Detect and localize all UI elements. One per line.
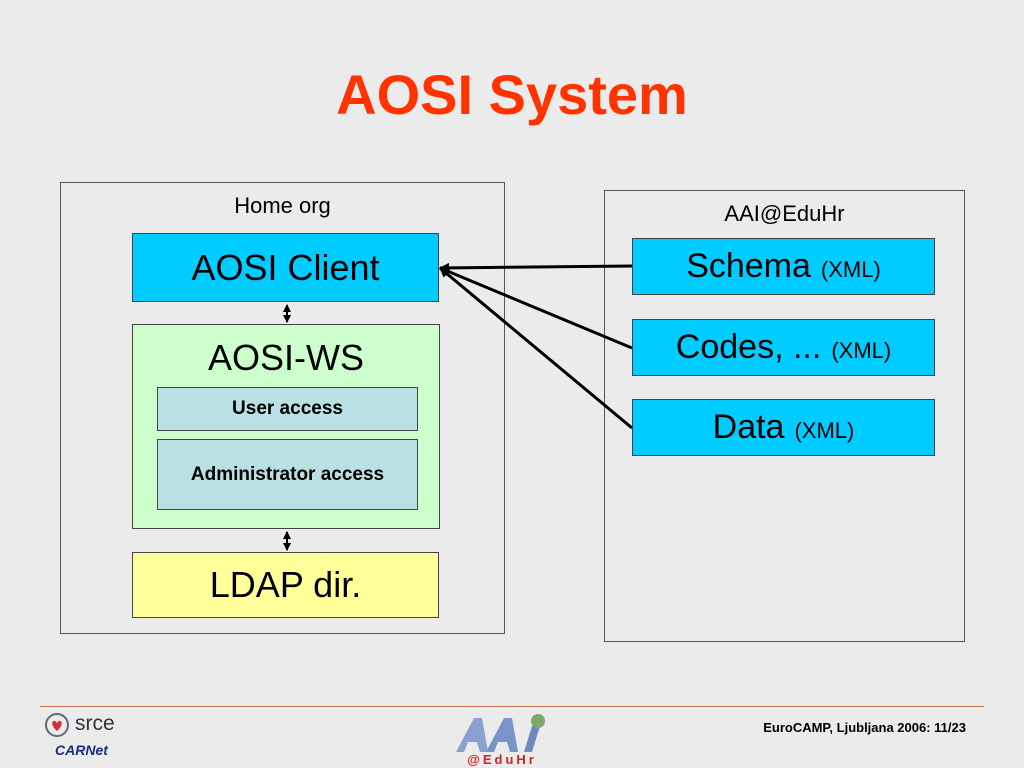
data-box: Data (XML) [632,399,935,456]
ldap-dir-label: LDAP dir. [209,564,362,605]
data-to-client-arrow [439,266,633,430]
codes-format: (XML) [831,337,892,363]
srce-logo: srce [44,712,134,738]
schema-box: Schema (XML) [632,238,935,295]
user-access-box: User access [157,387,418,431]
admin-access-box: Administrator access [157,439,418,510]
aosi-client-box: AOSI Client [132,233,439,302]
footer-text: EuroCAMP, Ljubljana 2006: 11/23 [763,720,966,735]
data-label: Data [712,408,785,446]
codes-to-client-arrow [439,266,633,350]
ldap-dir-box: LDAP dir. [132,552,439,618]
aai-eduhr-logo: @EduHr [450,712,554,768]
codes-box: Codes, ... (XML) [632,319,935,376]
user-access-label: User access [232,398,343,419]
slide-title: AOSI System [336,63,688,126]
aosi-client-label: AOSI Client [191,246,380,288]
srce-logo-mark-icon [45,713,69,737]
eduhr-logo-text: @EduHr [467,752,537,767]
schema-label: Schema [686,247,811,285]
schema-format: (XML) [820,256,881,282]
aai-eduhr-label: AAI@EduHr [724,201,845,226]
data-format: (XML) [794,417,855,443]
aosi-ws-label: AOSI-WS [207,337,364,378]
footer-divider [40,706,984,707]
admin-access-label: Administrator access [190,463,385,485]
srce-logo-text: srce [75,712,115,735]
schema-to-client-arrow [439,262,633,273]
carnet-logo: CARNet [55,742,108,758]
codes-label: Codes, ... [675,328,822,366]
aai-logo-mark-icon [456,714,545,752]
home-org-label: Home org [234,193,331,218]
